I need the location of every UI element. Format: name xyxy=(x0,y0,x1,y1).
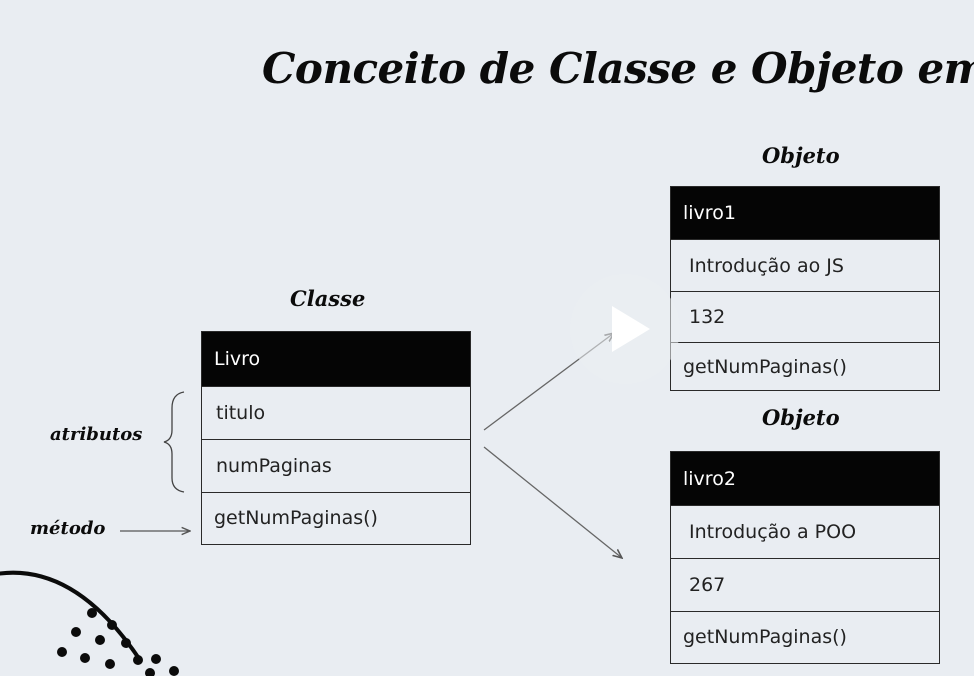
object-2-name: livro2 xyxy=(671,452,939,505)
arrow-to-object-2 xyxy=(483,446,622,558)
decorative-circle-arc xyxy=(0,570,142,662)
object-2-box: livro2 Introdução a POO 267 getNumPagina… xyxy=(670,451,940,664)
class-box: Livro titulo numPaginas getNumPaginas() xyxy=(201,331,471,545)
object-2-method: getNumPaginas() xyxy=(671,611,939,662)
class-method: getNumPaginas() xyxy=(202,492,470,543)
object-1-name: livro1 xyxy=(671,187,939,239)
object-2-value-title: Introdução a POO xyxy=(671,505,939,558)
object-1-value-pages: 132 xyxy=(671,291,939,342)
class-name: Livro xyxy=(202,332,470,386)
object-1-method: getNumPaginas() xyxy=(671,342,939,390)
decorative-dots xyxy=(57,608,179,676)
object-1-value-title: Introdução ao JS xyxy=(671,239,939,291)
attributes-label: atributos xyxy=(50,424,143,445)
attributes-brace xyxy=(163,391,185,493)
class-attribute-numpaginas: numPaginas xyxy=(202,439,470,492)
class-caption: Classe xyxy=(290,286,366,311)
page-title: Conceito de Classe e Objeto em POO xyxy=(262,44,974,93)
play-icon[interactable] xyxy=(612,306,650,352)
object-2-value-pages: 267 xyxy=(671,558,939,611)
object-2-caption: Objeto xyxy=(762,405,840,430)
class-attribute-titulo: titulo xyxy=(202,386,470,439)
object-1-caption: Objeto xyxy=(762,143,840,168)
object-1-box: livro1 Introdução ao JS 132 getNumPagina… xyxy=(670,186,940,391)
method-label: método xyxy=(30,518,106,539)
